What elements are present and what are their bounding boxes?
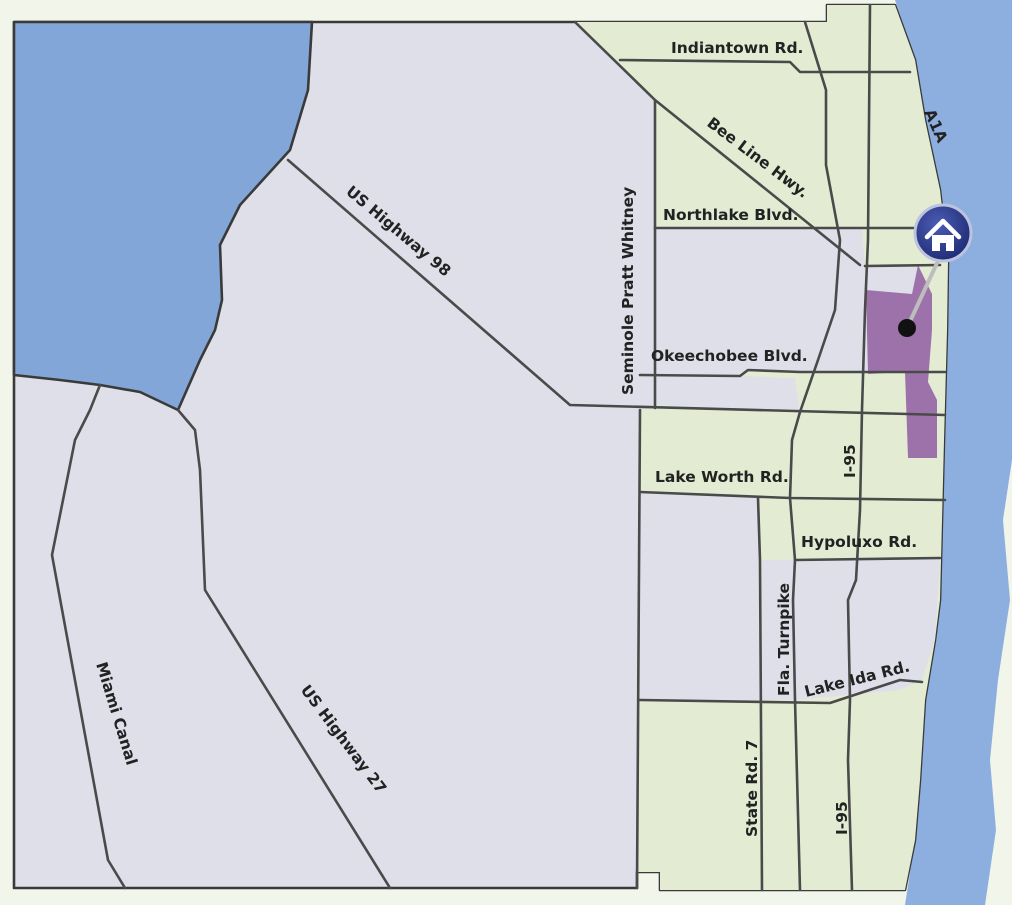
- label-state-rd-7: State Rd. 7: [743, 740, 761, 837]
- highlight-area: [866, 265, 937, 458]
- suburb-zone: [762, 558, 940, 700]
- label-i95-north: I-95: [841, 444, 859, 478]
- home-icon: [924, 218, 962, 251]
- roads: [50, 3, 947, 892]
- ocean: [895, 0, 1012, 905]
- suburb-zone: [655, 375, 800, 412]
- label-i95-south: I-95: [833, 801, 851, 835]
- lake-okeechobee: [12, 20, 314, 412]
- label-hypoluxo-rd: Hypoluxo Rd.: [801, 533, 917, 551]
- label-lake-worth-rd: Lake Worth Rd.: [655, 468, 789, 486]
- label-okeechobee-blvd: Okeechobee Blvd.: [651, 347, 808, 365]
- label-seminole-pratt-whitney: Seminole Pratt Whitney: [619, 187, 637, 395]
- marker-pin[interactable]: [913, 203, 973, 263]
- suburb-zone: [640, 492, 760, 700]
- marker-stem: [905, 248, 945, 330]
- suburb-zone: [640, 228, 920, 376]
- label-fla-turnpike: Fla. Turnpike: [775, 583, 793, 696]
- label-northlake-blvd: Northlake Blvd.: [663, 206, 799, 224]
- marker-dot: [898, 319, 916, 337]
- label-indiantown-rd: Indiantown Rd.: [671, 39, 803, 57]
- home-marker[interactable]: [898, 203, 973, 337]
